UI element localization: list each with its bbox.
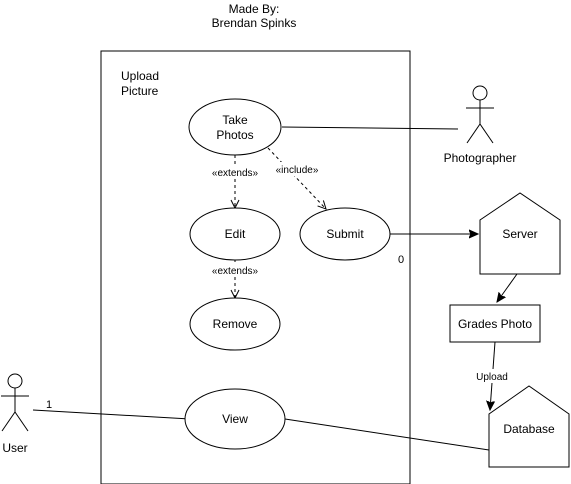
user-multiplicity: 1: [46, 399, 52, 411]
author-name: Brendan Spinks: [212, 16, 297, 30]
take-photos-label-line1: Take: [222, 113, 248, 127]
photographer-actor[interactable]: [466, 85, 494, 144]
server-node[interactable]: [479, 192, 561, 275]
remove-label: Remove: [213, 317, 258, 331]
submit-multiplicity: 0: [398, 254, 404, 266]
view-label: View: [222, 412, 248, 426]
user-actor[interactable]: [1, 373, 29, 432]
take-photos-label-line2: Photos: [216, 128, 253, 142]
edit-label: Edit: [225, 227, 246, 241]
grades-photo-box[interactable]: [449, 304, 541, 343]
grades-photo-label: Grades Photo: [458, 317, 532, 331]
extends-label-1: «extends»: [212, 168, 259, 179]
use-case-edit[interactable]: [189, 207, 281, 261]
view-database-association: [284, 418, 490, 451]
server-label: Server: [502, 227, 537, 241]
database-node[interactable]: [488, 385, 570, 468]
user-label: User: [2, 441, 27, 455]
author-label: Made By:: [229, 2, 280, 16]
include-label: «include»: [276, 165, 319, 176]
photographer-association: [281, 126, 459, 130]
include-take-photos-submit: [267, 147, 326, 209]
system-title-line2: Picture: [121, 84, 159, 98]
photographer-label: Photographer: [444, 151, 517, 165]
photographer-head-icon: [472, 85, 488, 101]
user-head-icon: [7, 373, 23, 389]
upload-label: Upload: [476, 372, 508, 383]
use-case-take-photos[interactable]: [188, 98, 282, 156]
submit-label: Submit: [326, 227, 364, 241]
use-case-remove[interactable]: [189, 297, 281, 351]
use-case-submit[interactable]: [299, 207, 391, 261]
system-title-line1: Upload: [121, 69, 159, 83]
use-case-view[interactable]: [184, 388, 286, 450]
extends-label-2: «extends»: [212, 266, 259, 277]
server-to-grades-arrow: [497, 273, 518, 302]
database-label: Database: [503, 422, 555, 436]
user-association: [32, 409, 191, 420]
